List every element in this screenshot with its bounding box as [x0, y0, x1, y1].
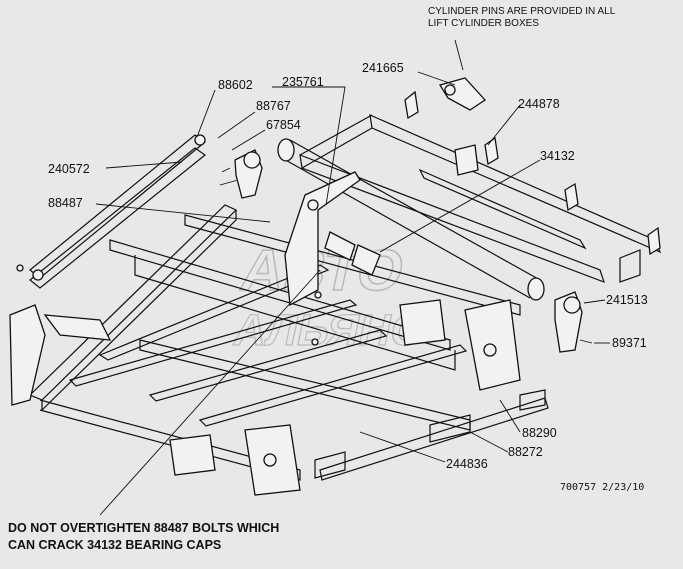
callout-88290: 88290: [522, 426, 557, 440]
callout-241513: 241513: [606, 293, 648, 307]
center-upright: [284, 171, 381, 307]
callout-244878: 244878: [518, 97, 560, 111]
callout-67854: 67854: [266, 118, 301, 132]
callout-34132: 34132: [540, 149, 575, 163]
lift-cylinder-241665: [438, 77, 486, 111]
watermark-line1: АВТО: [236, 239, 410, 303]
upper-frame: [277, 90, 662, 301]
cylinder-note-line1: CYLINDER PINS ARE PROVIDED IN ALL: [428, 6, 616, 17]
hitch-plates: [9, 299, 521, 496]
warning-line1: DO NOT OVERTIGHTEN 88487 BOLTS WHICH: [8, 521, 279, 535]
callout-241665: 241665: [362, 61, 404, 75]
cylinder-note-line2: LIFT CYLINDER BOXES: [428, 18, 539, 29]
watermark-line2: АЛЬЯНС: [230, 306, 429, 354]
callout-88487: 88487: [48, 196, 83, 210]
main-frame: [28, 204, 549, 481]
callout-88767: 88767: [256, 99, 291, 113]
warning-line2: CAN CRACK 34132 BEARING CAPS: [8, 538, 221, 552]
callout-89371: 89371: [612, 336, 647, 350]
callout-235761: 235761: [282, 75, 324, 89]
cylinder-241513: [554, 291, 593, 353]
drawing-id: 700757 2/23/10: [560, 482, 644, 493]
cylinder-67854: [219, 149, 263, 199]
callout-244836: 244836: [446, 457, 488, 471]
link-arm: [16, 134, 206, 289]
callout-240572: 240572: [48, 162, 90, 176]
callout-88272: 88272: [508, 445, 543, 459]
leader-lines: [95, 39, 610, 516]
callout-88602: 88602: [218, 78, 253, 92]
